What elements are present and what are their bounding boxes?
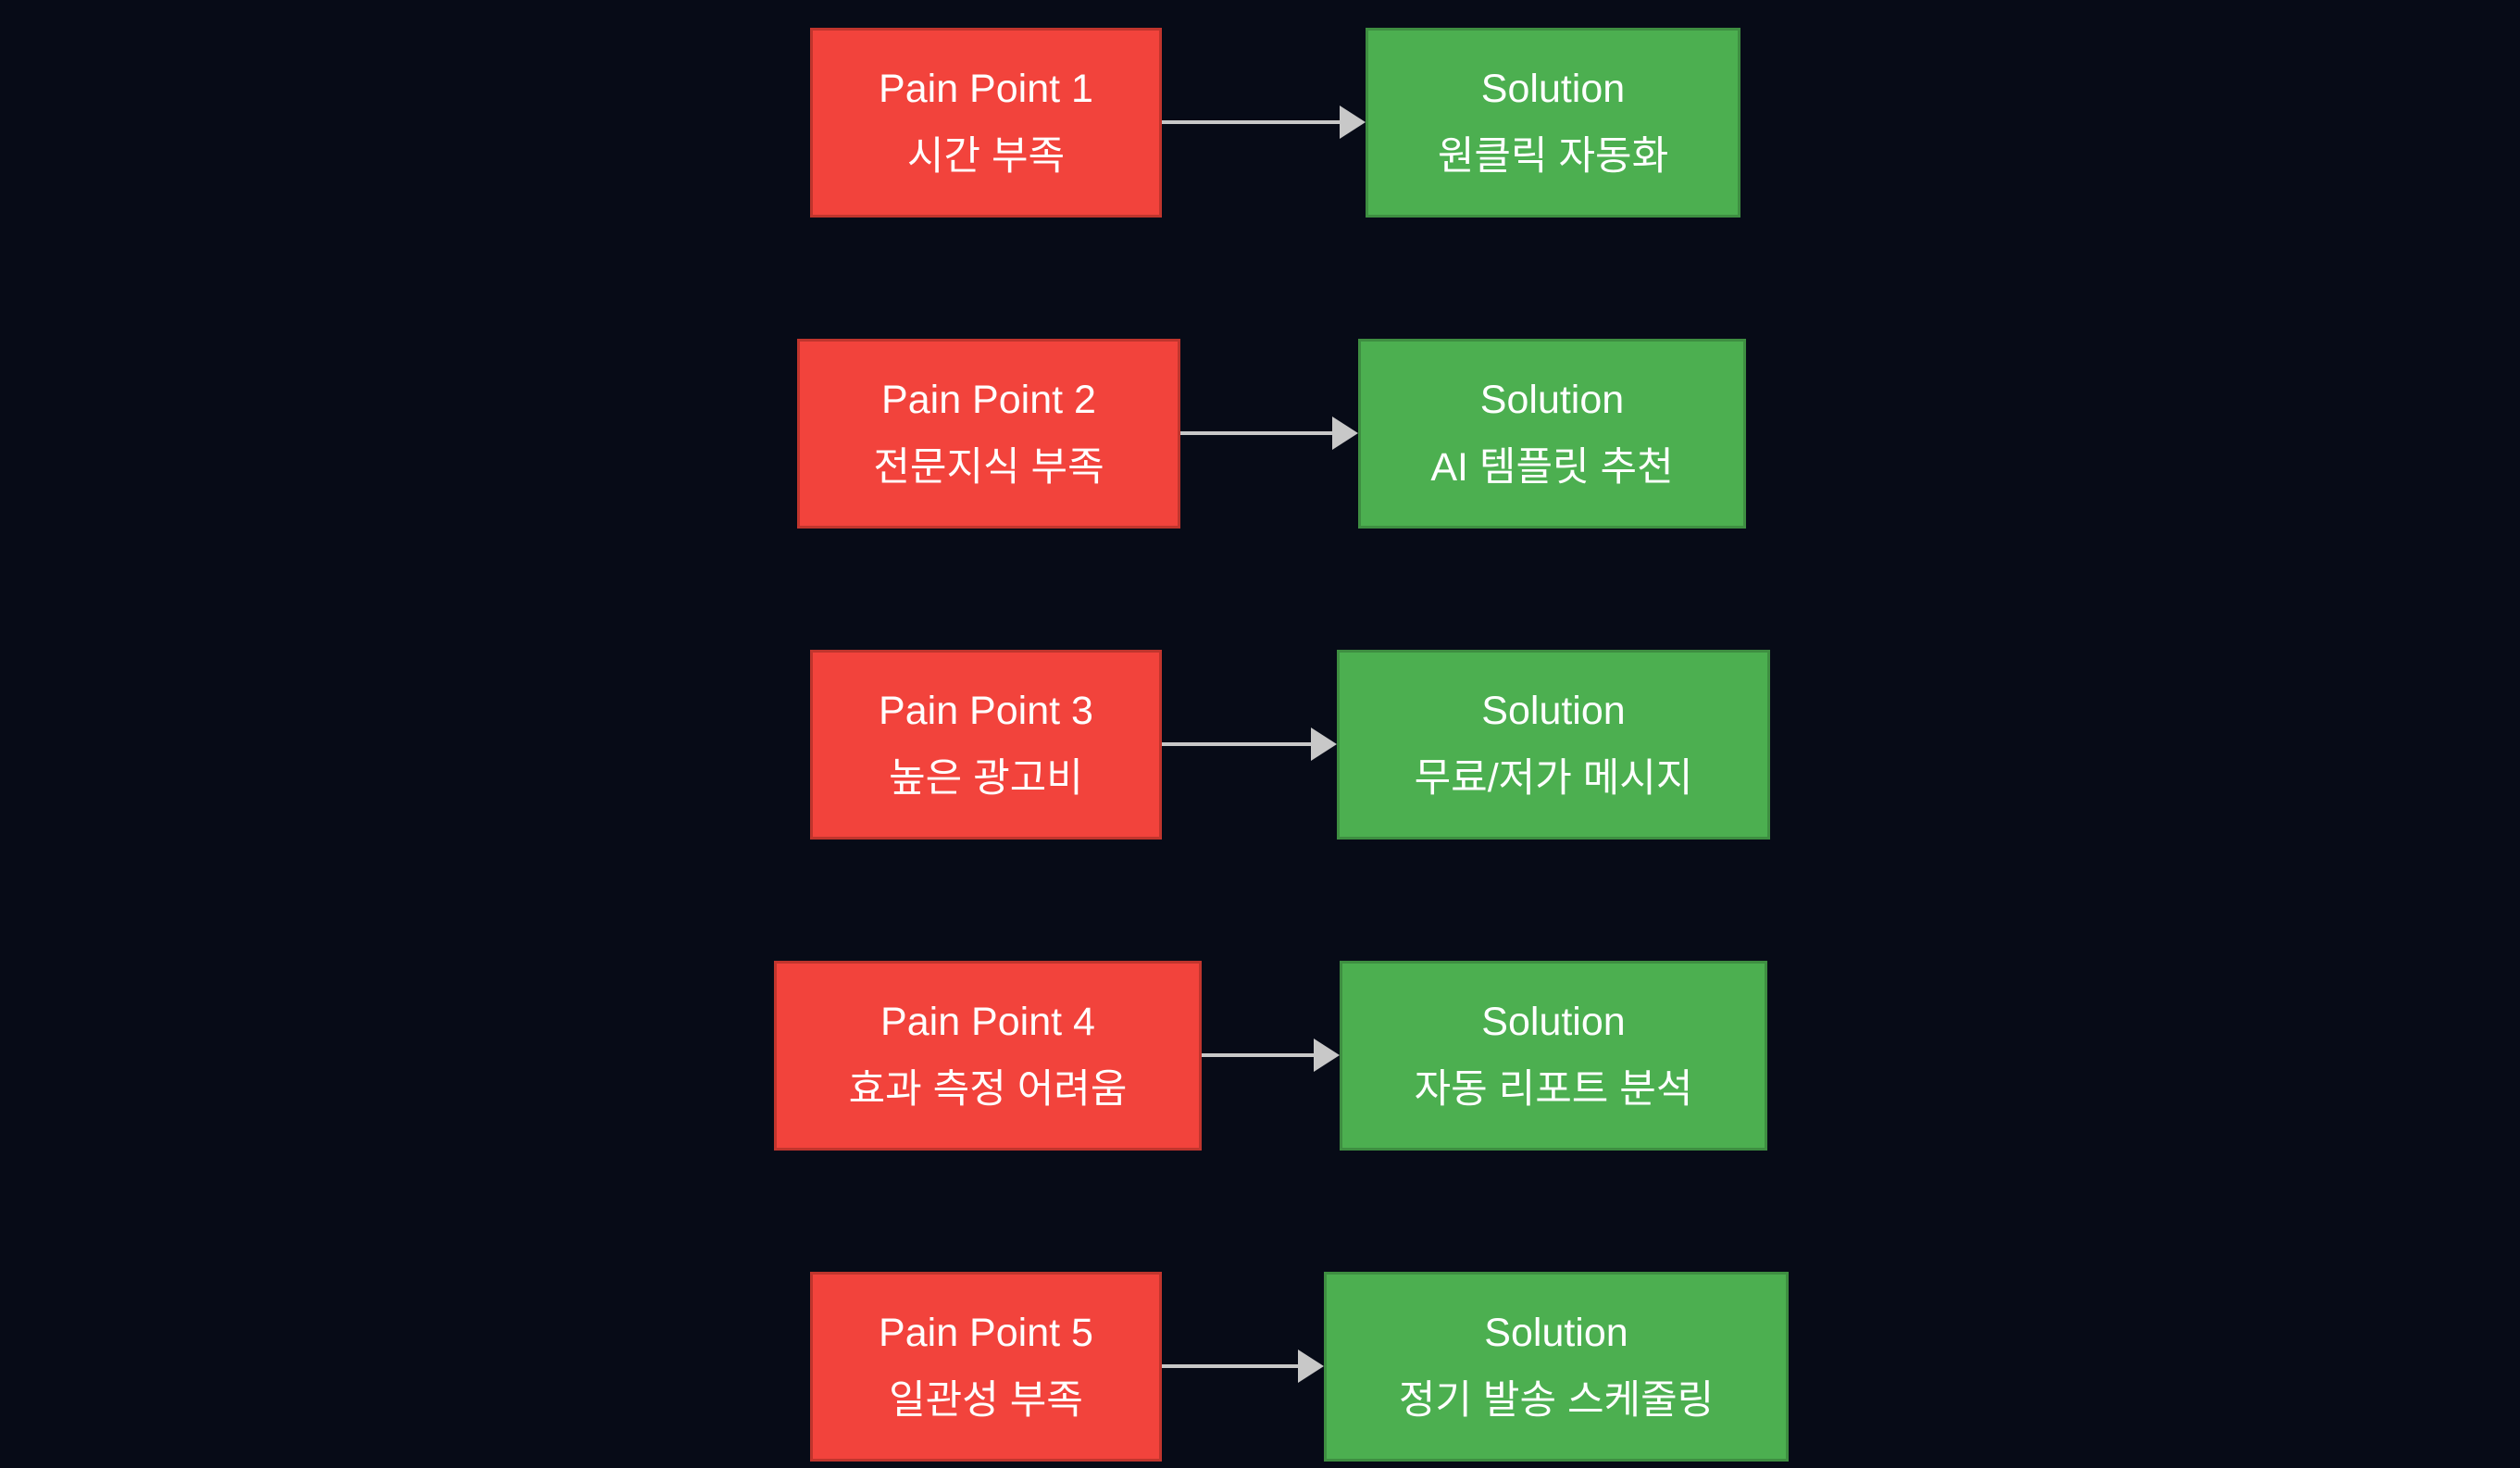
arrow-connector-3	[1162, 650, 1337, 840]
diagram-row-4: Pain Point 4 효과 측정 어려움 Solution 자동 리포트 분…	[0, 961, 2520, 1151]
solution-4-box: Solution 자동 리포트 분석	[1340, 961, 1767, 1151]
solution-title: Solution	[1484, 1311, 1628, 1355]
pain-point-label: 높은 광고비	[889, 755, 1083, 801]
arrow-connector-4	[1202, 961, 1340, 1151]
solution-label: 원클릭 자동화	[1437, 133, 1669, 179]
pain-point-title: Pain Point 4	[880, 1000, 1095, 1044]
solution-label: 정기 발송 스케줄링	[1398, 1377, 1715, 1423]
solution-title: Solution	[1481, 1000, 1626, 1044]
arrow-head-icon	[1340, 106, 1366, 139]
diagram-row-1: Pain Point 1 시간 부족 Solution 원클릭 자동화	[0, 28, 2520, 218]
arrow-line	[1162, 1364, 1300, 1368]
pain-point-title: Pain Point 5	[879, 1311, 1093, 1355]
pain-point-5-box: Pain Point 5 일관성 부족	[810, 1272, 1162, 1462]
pain-point-title: Pain Point 1	[879, 67, 1093, 111]
pain-point-1-box: Pain Point 1 시간 부족	[810, 28, 1162, 218]
pain-point-2-box: Pain Point 2 전문지식 부족	[797, 339, 1180, 529]
solution-title: Solution	[1480, 67, 1626, 111]
solution-1-box: Solution 원클릭 자동화	[1366, 28, 1740, 218]
arrow-connector-5	[1162, 1272, 1324, 1462]
arrow-line	[1162, 742, 1313, 746]
solution-label: 자동 리포트 분석	[1414, 1066, 1693, 1112]
solution-2-box: Solution AI 템플릿 추천	[1358, 339, 1746, 529]
solution-5-box: Solution 정기 발송 스케줄링	[1324, 1272, 1789, 1462]
pain-point-label: 일관성 부족	[889, 1377, 1083, 1423]
solution-label: 무료/저가 메시지	[1414, 755, 1693, 801]
solution-label: AI 템플릿 추천	[1430, 444, 1674, 490]
pain-point-label: 전문지식 부족	[873, 444, 1104, 490]
pain-point-4-box: Pain Point 4 효과 측정 어려움	[774, 961, 1202, 1151]
diagram-row-2: Pain Point 2 전문지식 부족 Solution AI 템플릿 추천	[0, 339, 2520, 529]
solution-3-box: Solution 무료/저가 메시지	[1337, 650, 1770, 840]
arrow-head-icon	[1298, 1350, 1324, 1383]
pain-point-label: 시간 부족	[906, 133, 1066, 179]
solution-title: Solution	[1479, 378, 1625, 422]
diagram-row-5: Pain Point 5 일관성 부족 Solution 정기 발송 스케줄링	[0, 1272, 2520, 1462]
solution-title: Solution	[1481, 689, 1626, 733]
arrow-connector-2	[1180, 339, 1358, 529]
arrow-head-icon	[1314, 1039, 1340, 1072]
pain-point-label: 효과 측정 어려움	[848, 1066, 1128, 1112]
pain-point-title: Pain Point 2	[881, 378, 1096, 422]
arrow-line	[1180, 431, 1334, 435]
arrow-head-icon	[1332, 417, 1358, 450]
arrow-head-icon	[1311, 728, 1337, 761]
arrow-line	[1202, 1053, 1316, 1057]
diagram-row-3: Pain Point 3 높은 광고비 Solution 무료/저가 메시지	[0, 650, 2520, 840]
pain-point-3-box: Pain Point 3 높은 광고비	[810, 650, 1162, 840]
pain-point-title: Pain Point 3	[879, 689, 1093, 733]
arrow-connector-1	[1162, 28, 1366, 218]
arrow-line	[1162, 120, 1341, 124]
